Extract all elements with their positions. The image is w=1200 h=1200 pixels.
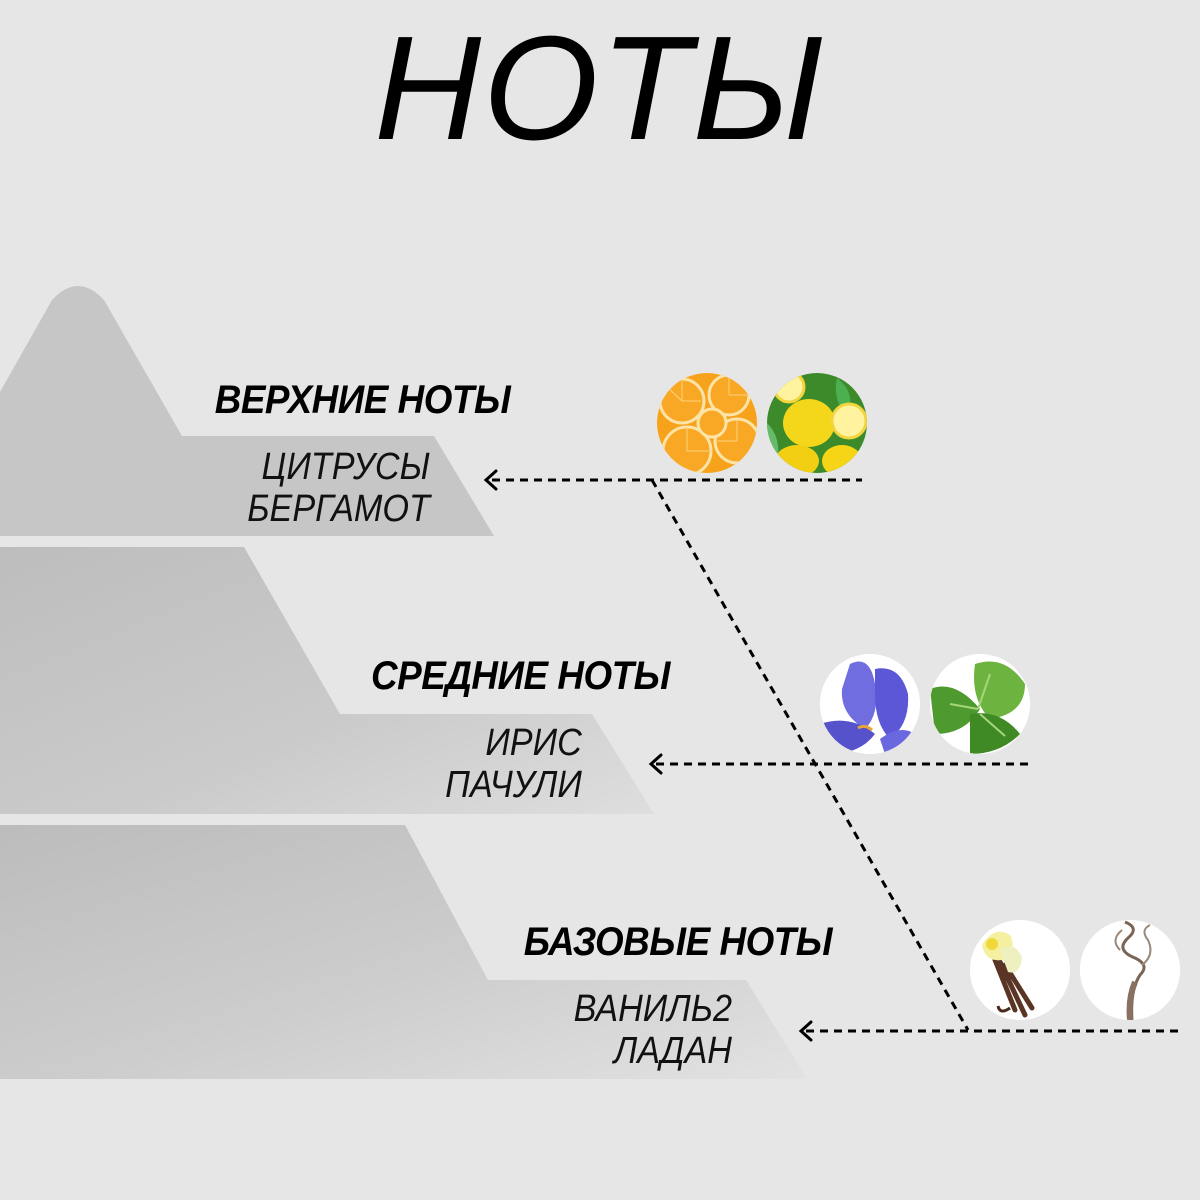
- tier-heading-top: ВЕРХНИЕ НОТЫ: [214, 378, 510, 422]
- page-title: НОТЫ: [374, 6, 826, 171]
- note-vanilla: ВАНИЛЬ2: [573, 988, 732, 1030]
- vanilla-icon: [970, 920, 1070, 1020]
- tier-notes-top: ЦИТРУСЫ БЕРГАМОТ: [247, 446, 430, 530]
- tier-heading-base: БАЗОВЫЕ НОТЫ: [523, 920, 833, 964]
- patchouli-leaf-icon: [930, 654, 1030, 754]
- tier-heading-middle: СРЕДНИЕ НОТЫ: [370, 654, 670, 698]
- pyramid-tier-base: [0, 825, 807, 1079]
- note-patchouli: ПАЧУЛИ: [445, 764, 582, 806]
- iris-flower-icon: [820, 654, 920, 754]
- note-citrus: ЦИТРУСЫ: [261, 446, 430, 488]
- lemons-icon: [767, 373, 867, 473]
- orange-slices-icon: [657, 373, 757, 473]
- incense-smoke-icon: [1080, 920, 1180, 1020]
- tier-notes-middle: ИРИС ПАЧУЛИ: [445, 722, 582, 806]
- tier-notes-base: ВАНИЛЬ2 ЛАДАН: [574, 988, 732, 1072]
- arrow-left-icon: [483, 469, 498, 491]
- arrow-left-icon: [648, 753, 663, 775]
- note-iris: ИРИС: [485, 722, 582, 764]
- connector-lines: [492, 478, 1180, 1033]
- arrow-left-icon: [798, 1020, 813, 1042]
- note-incense: ЛАДАН: [613, 1030, 732, 1072]
- pyramid-tier-middle: [0, 547, 654, 814]
- pyramid-tier-top: [0, 286, 494, 536]
- connector-diagonal: [650, 479, 970, 1031]
- note-bergamot: БЕРГАМОТ: [247, 488, 430, 530]
